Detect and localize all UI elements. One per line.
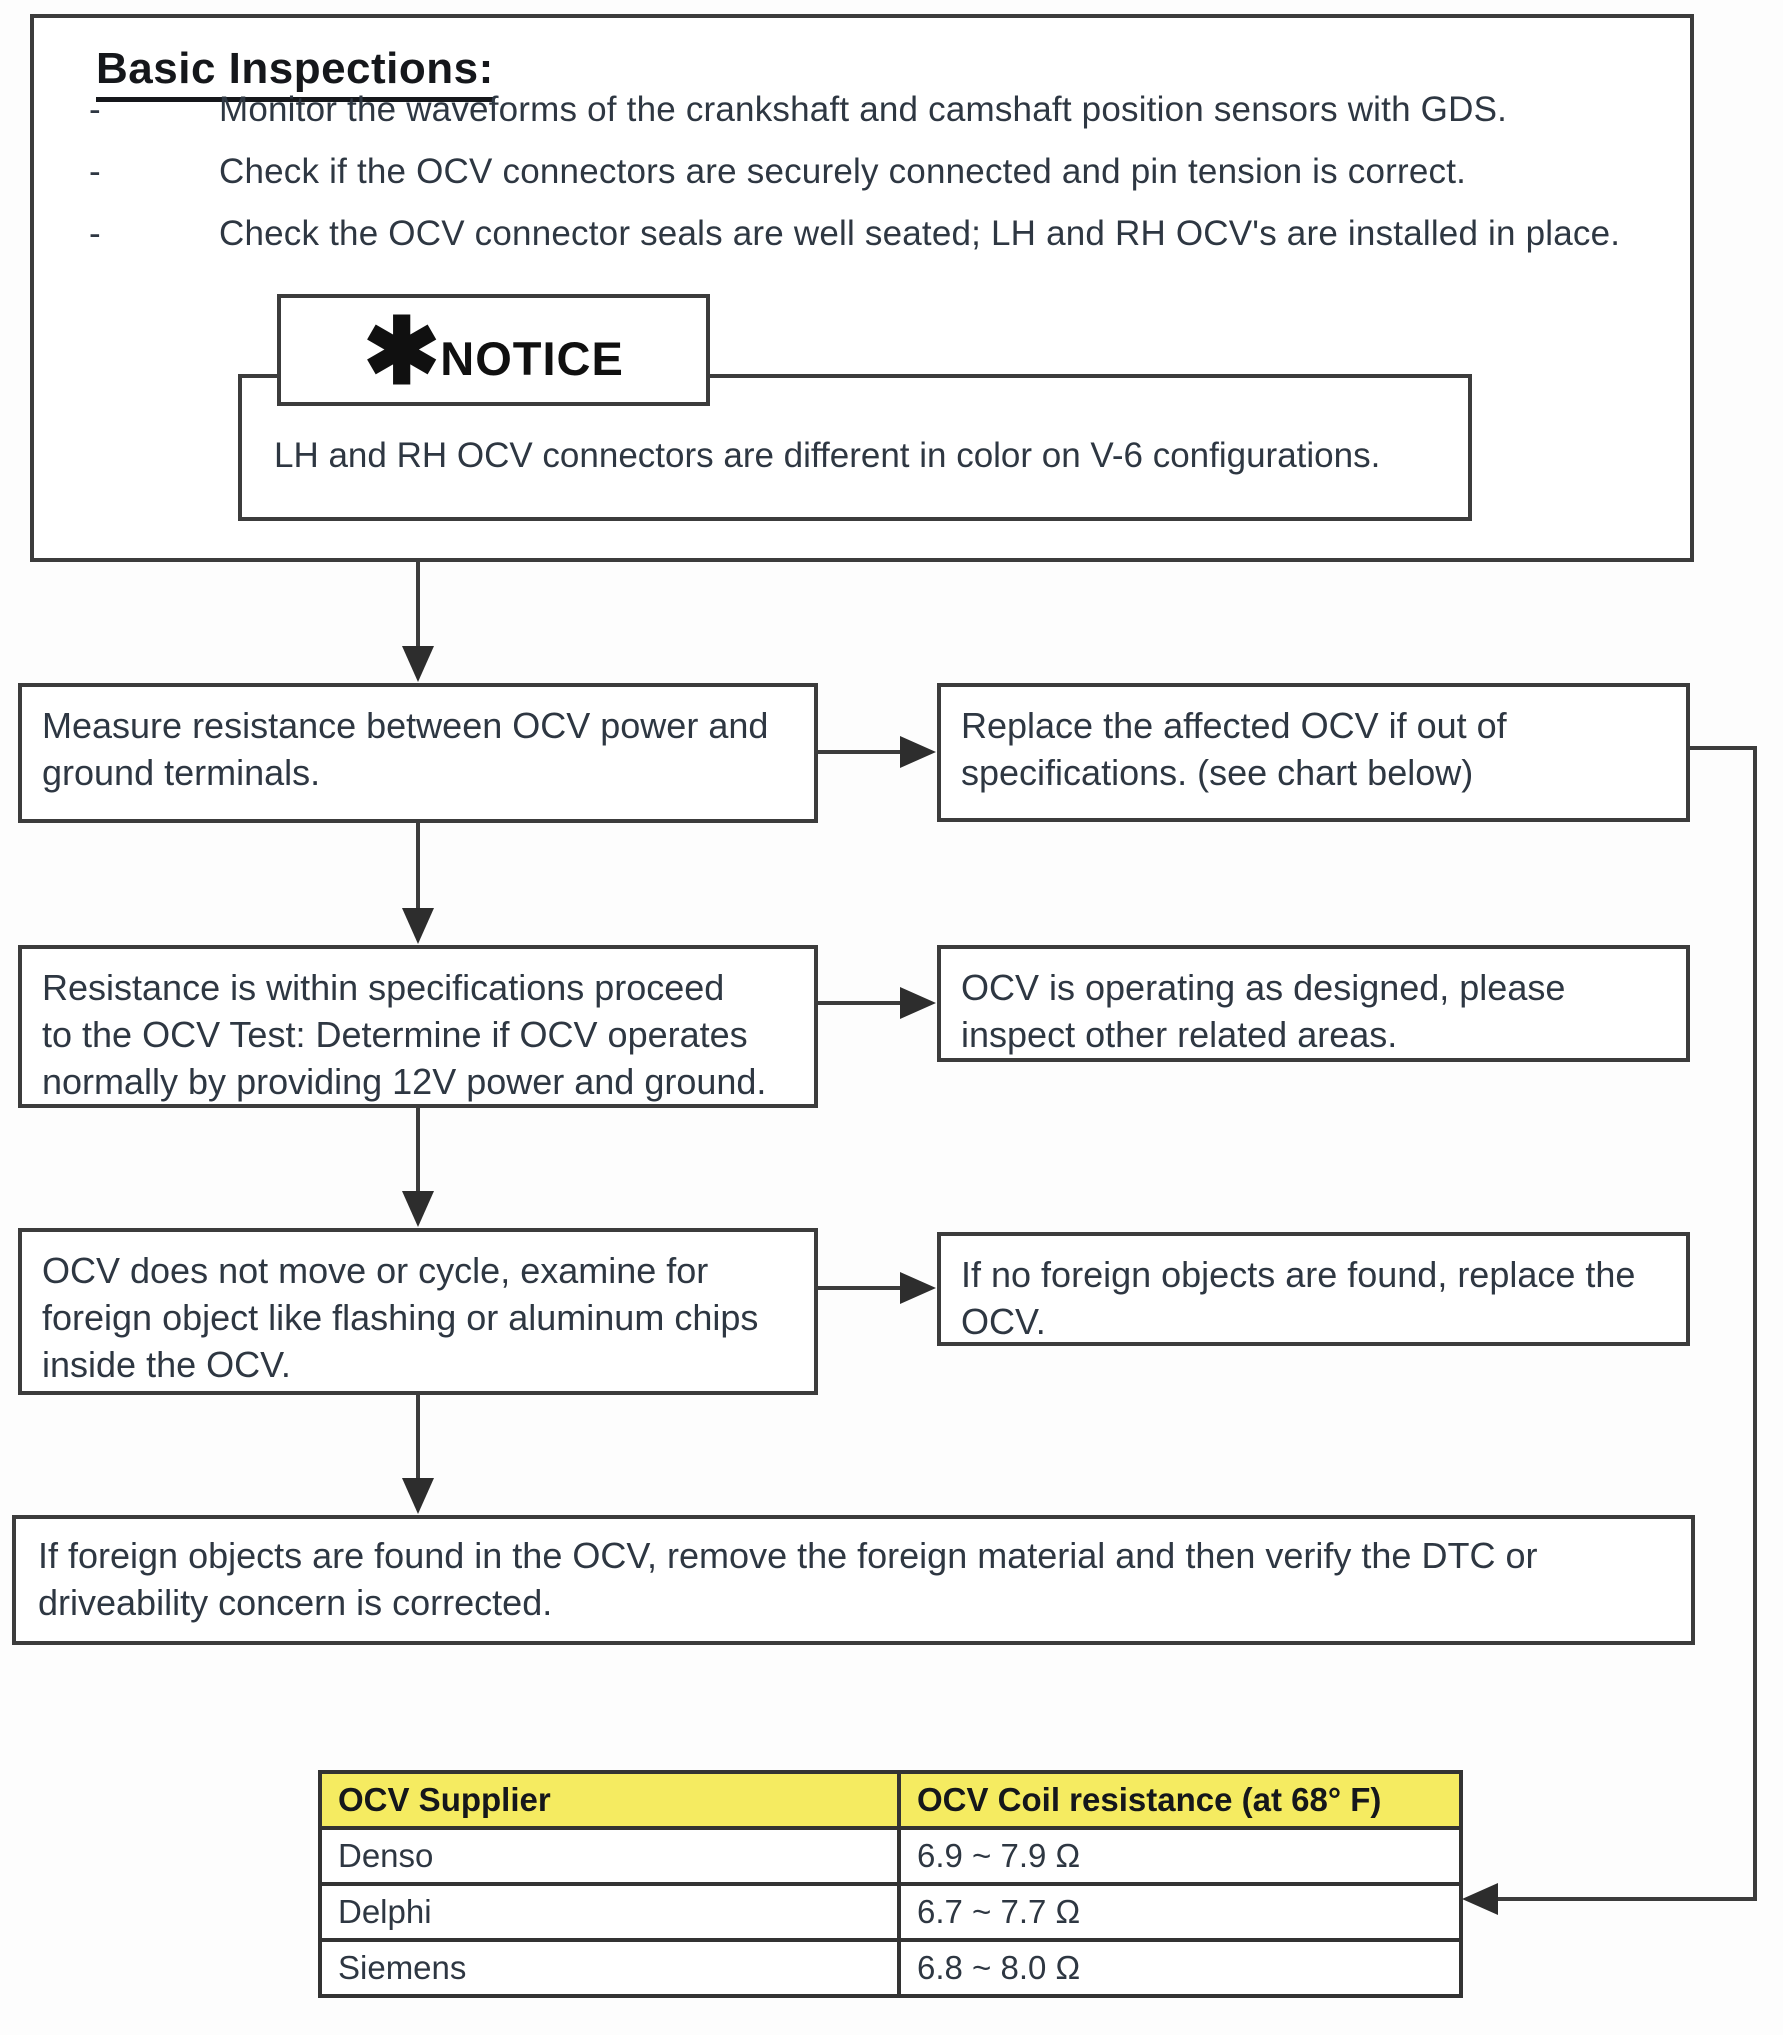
notice-text: LH and RH OCV connectors are different i… xyxy=(274,436,1381,475)
flow-result-replace-ocv: Replace the affected OCV if out of speci… xyxy=(937,683,1690,822)
resistance-cell: 6.7 ~ 7.7 Ω xyxy=(897,1882,1463,1942)
table-row: Delphi 6.7 ~ 7.7 Ω xyxy=(318,1882,1463,1942)
arrowhead-step2 xyxy=(402,908,434,944)
bullet-dash: - xyxy=(89,90,101,129)
supplier-cell: Siemens xyxy=(318,1938,901,1998)
resistance-cell: 6.8 ~ 8.0 Ω xyxy=(897,1938,1463,1998)
bullet-text: Check if the OCV connectors are securely… xyxy=(219,152,1467,191)
bullet-dash: - xyxy=(89,214,101,253)
arrowhead-result1 xyxy=(900,736,936,768)
heavy-asterisk-icon: ✱ xyxy=(363,301,441,404)
header-ocv-supplier: OCV Supplier xyxy=(318,1770,901,1830)
notice-label-box: ✱ NOTICE xyxy=(277,294,710,406)
notice-label: NOTICE xyxy=(440,331,624,385)
flow-result-operating-as-designed: OCV is operating as designed, please ins… xyxy=(937,945,1690,1062)
flow-step-measure-resistance: Measure resistance between OCV power and… xyxy=(18,683,818,823)
flow-step-ocv-test: Resistance is within specifications proc… xyxy=(18,945,818,1108)
flow-final-remove-material: If foreign objects are found in the OCV,… xyxy=(12,1515,1695,1645)
arrowhead-result2 xyxy=(900,987,936,1019)
inspection-bullet-1: - Monitor the waveforms of the crankshaf… xyxy=(89,90,1709,130)
resistance-cell: 6.9 ~ 7.9 Ω xyxy=(897,1826,1463,1886)
ocv-spec-table: OCV Supplier OCV Coil resistance (at 68°… xyxy=(318,1770,1463,1998)
header-coil-resistance: OCV Coil resistance (at 68° F) xyxy=(897,1770,1463,1830)
flow-result-no-foreign-objects: If no foreign objects are found, replace… xyxy=(937,1232,1690,1346)
arrowhead-step3 xyxy=(402,1191,434,1227)
arrowhead-result3 xyxy=(900,1272,936,1304)
inspection-bullet-3: - Check the OCV connector seals are well… xyxy=(89,214,1709,254)
inspection-bullet-2: - Check if the OCV connectors are secure… xyxy=(89,152,1709,192)
table-row: Siemens 6.8 ~ 8.0 Ω xyxy=(318,1938,1463,1998)
bullet-text: Monitor the waveforms of the crankshaft … xyxy=(219,90,1508,129)
bullet-text: Check the OCV connector seals are well s… xyxy=(219,214,1621,253)
arrowhead-final xyxy=(402,1478,434,1514)
bullet-dash: - xyxy=(89,152,101,191)
supplier-cell: Delphi xyxy=(318,1882,901,1942)
flow-step-examine-foreign-objects: OCV does not move or cycle, examine for … xyxy=(18,1228,818,1395)
arrowhead-step1 xyxy=(402,646,434,682)
arrowhead-table xyxy=(1462,1883,1498,1915)
table-row: Denso 6.9 ~ 7.9 Ω xyxy=(318,1826,1463,1886)
table-header-row: OCV Supplier OCV Coil resistance (at 68°… xyxy=(318,1770,1463,1830)
supplier-cell: Denso xyxy=(318,1826,901,1886)
section-title: Basic Inspections: xyxy=(96,44,494,102)
